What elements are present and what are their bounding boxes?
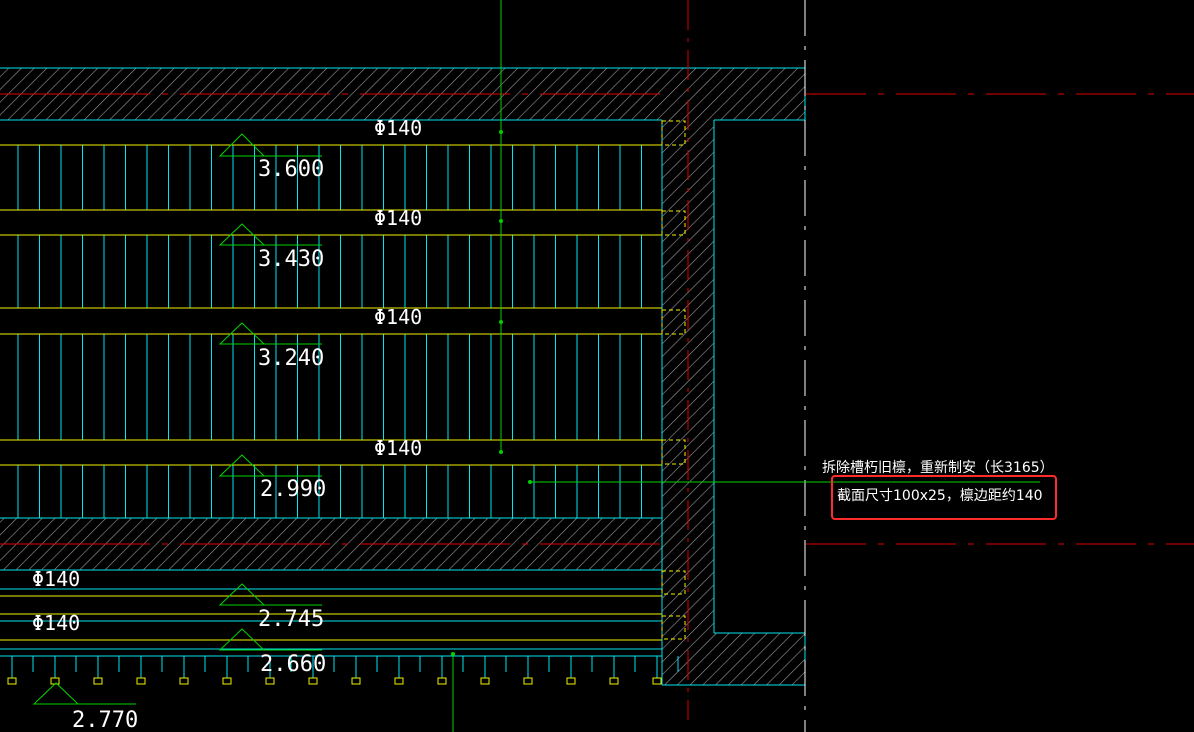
annotation-line-1: 拆除槽朽旧檩，重新制安（长3165） — [822, 459, 1054, 476]
purlin-diameter-label: Φ140 — [32, 567, 80, 591]
guide-lines-green — [452, 0, 1040, 732]
purlin-diameter-label: Φ140 — [374, 206, 422, 230]
elevation-3600: 3.600 — [258, 157, 324, 182]
purlin-diameter-label: Φ140 — [374, 436, 422, 460]
elevation-marker-7: 2.770 — [32, 682, 138, 732]
rafter-row — [7, 656, 679, 685]
elevation-2745: 2.745 — [258, 607, 324, 632]
lower-boards — [0, 595, 662, 641]
elevation-marker-5: 2.745 — [218, 583, 324, 632]
annotation-highlight-box — [831, 475, 1057, 520]
lower-board-outlines — [0, 588, 662, 622]
purlin-diameter-label: Φ140 — [374, 116, 422, 140]
purlin-bays — [0, 144, 662, 519]
elevation-2660: 2.660 — [260, 652, 326, 677]
annotation-line-2: 截面尺寸100x25，檩边距约140 — [837, 487, 1043, 504]
elevation-marker-1: 3.600 — [218, 133, 324, 182]
elevation-marker-3: 3.240 — [218, 322, 324, 371]
purlin-diameter-label: Φ140 — [32, 611, 80, 635]
elevation-marker-2: 3.430 — [218, 223, 324, 272]
elevation-2770: 2.770 — [72, 708, 138, 732]
purlin-end-markers — [661, 120, 686, 640]
elevation-marker-4: 2.990 — [218, 454, 326, 502]
elevation-3240: 3.240 — [258, 346, 324, 371]
guide-points — [451, 130, 532, 656]
purlin-diameter-label: Φ140 — [374, 305, 422, 329]
elevation-marker-6: 2.660 — [218, 628, 326, 677]
hatched-walls — [0, 68, 805, 685]
elevation-3430: 3.430 — [258, 247, 324, 272]
elevation-2990: 2.990 — [260, 477, 326, 502]
